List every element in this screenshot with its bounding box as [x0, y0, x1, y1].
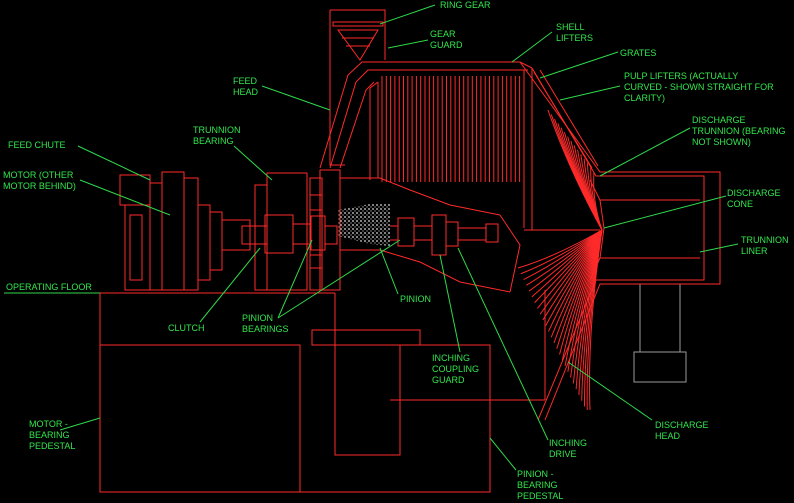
label-grates: GRATES — [620, 48, 656, 58]
gear-guard — [329, 9, 386, 166]
pulp-lifters — [517, 109, 603, 411]
pulp-lifter — [528, 229, 603, 292]
pulp-lifter — [593, 171, 603, 231]
pulp-lifter — [589, 229, 603, 411]
feed-trunnion — [319, 169, 521, 293]
pulp-lifter — [517, 229, 603, 269]
pulp-lifter — [537, 229, 603, 309]
discharge-cone — [524, 179, 700, 281]
label-feed-chute: FEED CHUTE — [8, 140, 66, 150]
pulp-lifter — [548, 229, 603, 332]
label-clutch: CLUTCH — [168, 323, 205, 333]
label-pinion: PINION — [400, 294, 431, 304]
ore-feed — [338, 204, 390, 246]
foundation — [99, 290, 546, 493]
grates — [533, 69, 599, 169]
pulp-lifter — [531, 229, 603, 298]
shell-lifters — [381, 76, 521, 182]
label-operating-floor: OPERATING FLOOR — [6, 282, 92, 292]
label-ring-gear: RING GEAR — [440, 0, 491, 10]
pulp-lifter — [520, 229, 603, 275]
pulp-lifter — [534, 229, 603, 303]
pulp-lifter — [542, 229, 603, 321]
pulp-lifter — [523, 229, 603, 280]
clutch — [241, 172, 308, 291]
motor — [119, 171, 251, 291]
pulp-lifter — [539, 229, 603, 315]
pinion-assembly — [385, 214, 499, 256]
trunnion-support — [600, 283, 700, 383]
pulp-lifter — [526, 229, 603, 286]
pulp-lifter — [545, 229, 603, 326]
leader-lines — [4, 4, 739, 471]
pinion-bearings — [292, 177, 338, 291]
